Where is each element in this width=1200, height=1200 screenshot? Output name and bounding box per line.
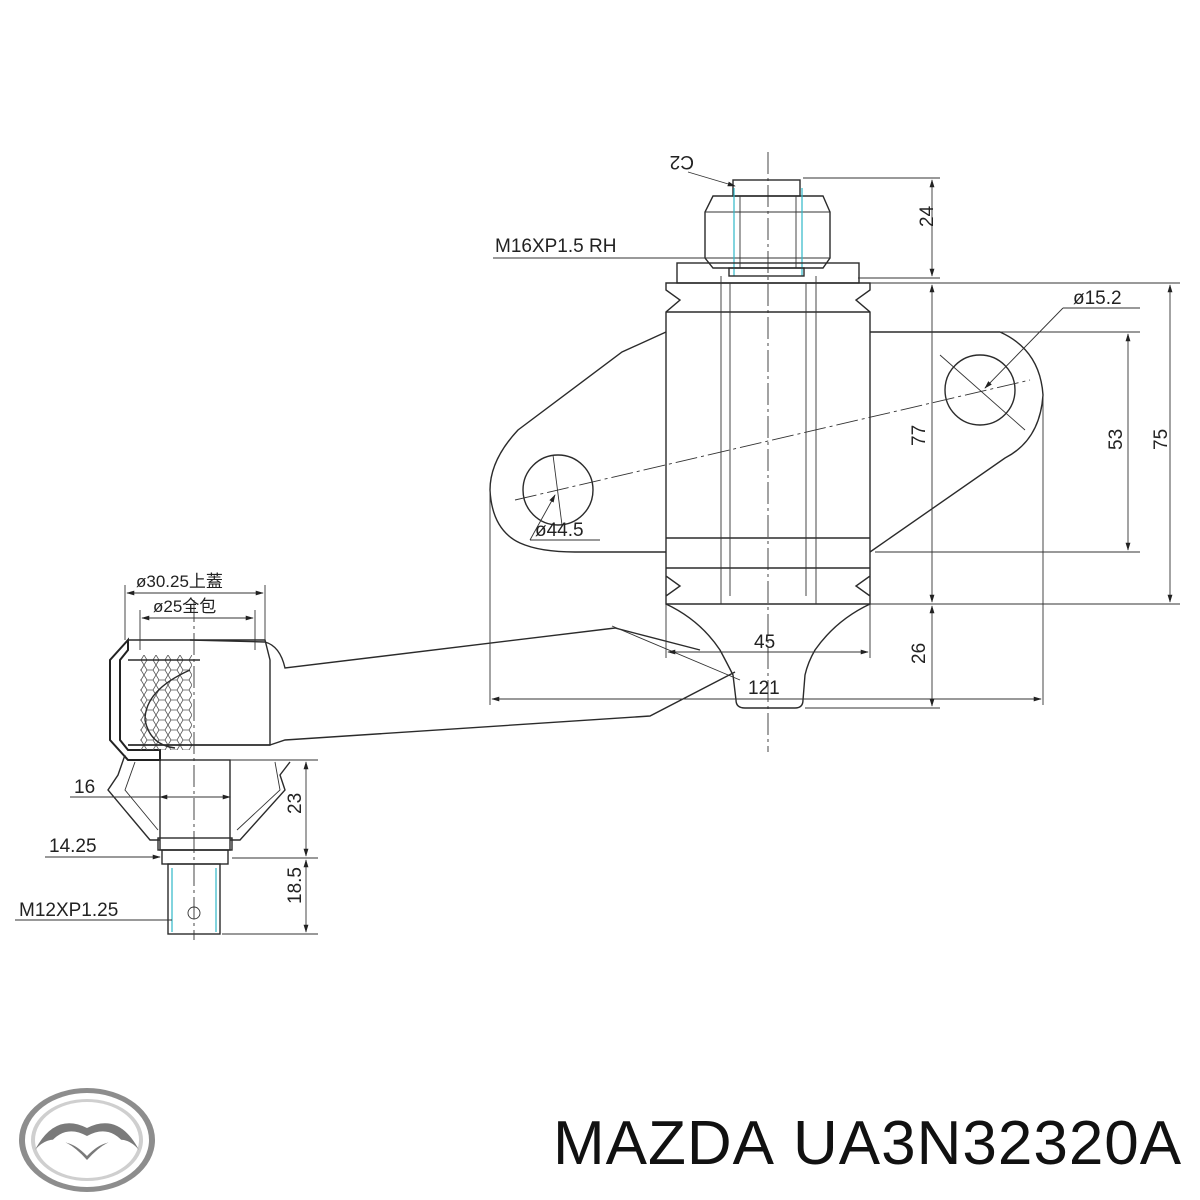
label-height-26: 26 (909, 643, 930, 664)
label-width-16: 16 (74, 777, 95, 798)
brand-name: MAZDA (553, 1109, 775, 1178)
part-number: UA3N32320A (793, 1109, 1183, 1178)
label-height-75: 75 (1151, 429, 1172, 450)
ball-joint (109, 637, 271, 761)
label-height-18-5: 18.5 (285, 867, 306, 904)
ball-stud (157, 600, 233, 940)
mazda-logo-icon (19, 1088, 155, 1192)
label-inner-dia: ø25全包 (153, 597, 216, 616)
label-hole-dia: ø15.2 (1073, 288, 1122, 309)
label-cap-dia: ø30.25上蓋 (136, 572, 223, 591)
label-thread-bottom: M12XP1.25 (19, 900, 118, 921)
label-height-53: 53 (1106, 429, 1127, 450)
arm (189, 625, 741, 746)
label-nut-height: 24 (917, 205, 938, 227)
label-c2: C2 (670, 151, 694, 172)
label-thread-top: M16XP1.5 RH (495, 236, 616, 257)
label-width-45: 45 (754, 632, 775, 653)
top-nut (704, 179, 831, 277)
label-width-14-25: 14.25 (49, 836, 97, 857)
dust-boot (107, 754, 291, 841)
label-height-77: 77 (909, 425, 930, 446)
label-width-121: 121 (748, 678, 780, 699)
footer-brand: MAZDA UA3N32320A (553, 1108, 1200, 1179)
label-height-23: 23 (285, 793, 306, 814)
flange-plate (489, 331, 1044, 553)
label-boss-dia: ø44.5 (535, 520, 584, 541)
